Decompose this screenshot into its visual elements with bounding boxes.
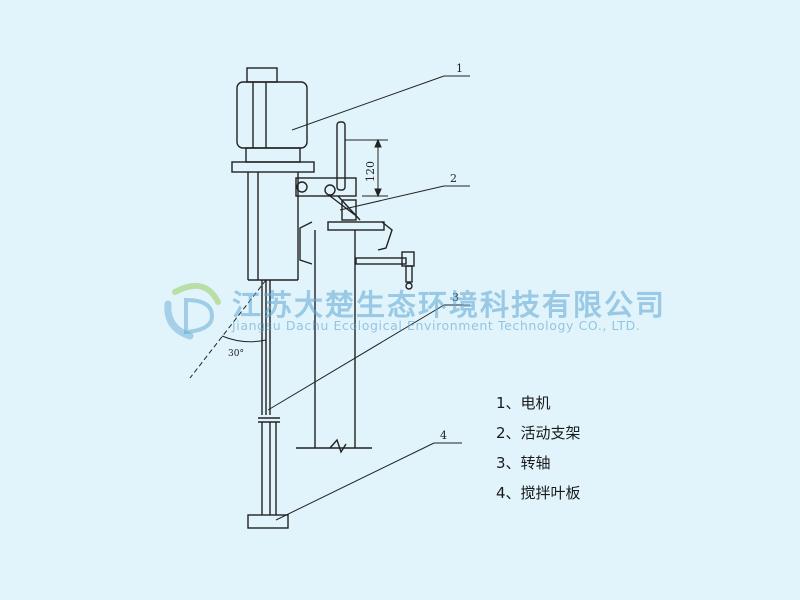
support-post — [296, 230, 372, 454]
dimension-label: 120 — [364, 161, 377, 182]
dimension-120 — [345, 138, 388, 198]
motor — [231, 67, 315, 173]
legend-item-shaft: 3、转轴 — [496, 454, 551, 472]
legend: 1、电机 2、活动支架 3、转轴 4、搅拌叶板 — [496, 393, 581, 513]
callout-3: 3 — [452, 291, 459, 304]
legend-item-paddle: 4、搅拌叶板 — [496, 484, 581, 502]
legend-item-motor: 1、电机 — [496, 394, 551, 412]
callout-2: 2 — [450, 172, 457, 185]
leader-lines — [267, 75, 470, 521]
angle-construction — [189, 279, 267, 379]
column-housing — [247, 172, 299, 281]
legend-item-support: 2、活动支架 — [496, 424, 581, 442]
paddle — [247, 514, 289, 529]
angle-label: 30° — [228, 349, 244, 359]
callout-1: 1 — [456, 62, 463, 75]
shaft — [258, 280, 280, 515]
callout-4: 4 — [440, 429, 447, 442]
